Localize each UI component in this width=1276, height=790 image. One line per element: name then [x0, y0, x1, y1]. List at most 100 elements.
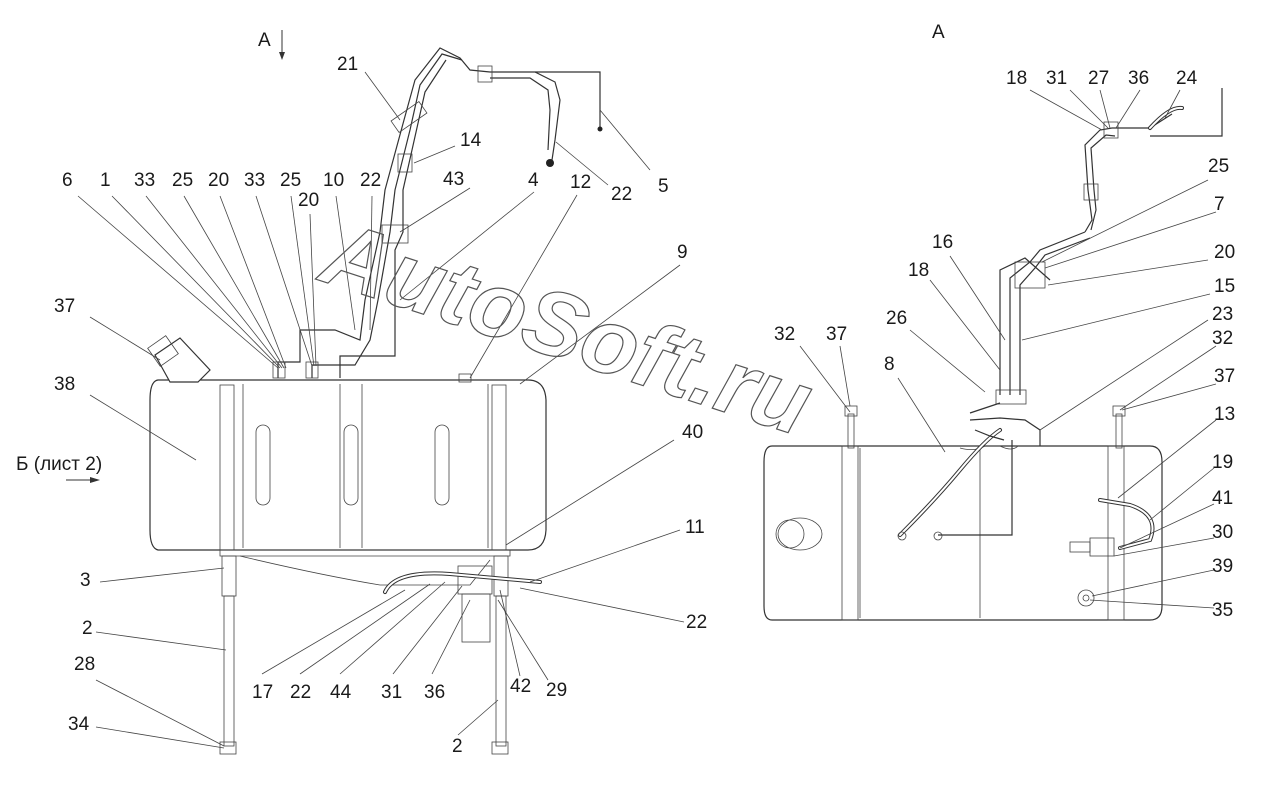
fuel-hose [899, 429, 1001, 536]
callout-right-32: 32 [1212, 328, 1233, 349]
clamp-block [1083, 183, 1099, 201]
callout-left-10: 10 [323, 170, 344, 191]
callout-right-31: 31 [1046, 68, 1067, 89]
view-label-a-right: А [932, 22, 945, 43]
callout-right-23: 23 [1212, 304, 1233, 325]
leader-lines-left [77, 71, 685, 749]
fuel-module-head [457, 565, 493, 595]
callout-right-39: 39 [1212, 556, 1233, 577]
fuel-tank-right [763, 445, 1163, 621]
clamp-block [477, 65, 493, 83]
fitting [272, 361, 286, 379]
hose-end [933, 531, 943, 541]
callout-left-5: 5 [658, 176, 669, 197]
sensor-rod [847, 413, 855, 449]
callout-right-7: 7 [1214, 194, 1225, 215]
clamp-block [995, 389, 1027, 405]
callout-left-44: 44 [330, 682, 352, 703]
bracket-foot [491, 741, 509, 755]
callout-left-9: 9 [677, 242, 688, 263]
filler-cap [147, 335, 179, 367]
vertical-line [1019, 237, 1091, 395]
callout-right-35: 35 [1212, 600, 1233, 621]
side-lines [969, 402, 1041, 446]
valve-block [1014, 261, 1046, 289]
callout-left-6: 6 [62, 170, 73, 191]
callout-right-13: 13 [1214, 404, 1235, 425]
callout-left-12: 12 [570, 172, 591, 193]
fuel-line [277, 47, 491, 378]
riser-tail [1150, 88, 1223, 137]
callout-left-40: 40 [682, 422, 703, 443]
tank-step [959, 445, 1019, 450]
section-ref-b: Б (лист 2) [16, 454, 102, 475]
callout-right-37: 37 [1214, 366, 1235, 387]
callout-right-25: 25 [1208, 156, 1229, 177]
sensor-rod-head [1112, 405, 1126, 417]
sensor-rod [1115, 413, 1123, 449]
callout-left-33: 33 [134, 170, 155, 191]
hose-right [1099, 499, 1154, 549]
callout-left-29: 29 [546, 680, 567, 701]
fuel-module [461, 593, 491, 643]
line-end-fitting [546, 159, 554, 167]
fuel-line [339, 59, 447, 378]
callout-left-33: 33 [244, 170, 265, 191]
left-view: А Б (лист 2) [16, 30, 685, 755]
fuel-line-out [490, 77, 551, 151]
callout-right-18: 18 [1006, 68, 1027, 89]
callout-left-42: 42 [510, 676, 531, 697]
fuel-pump-fitting [1069, 541, 1091, 553]
riser-line [1090, 134, 1116, 231]
callout-left-20: 20 [298, 190, 319, 211]
callout-right-8: 8 [884, 354, 895, 375]
callout-left-2: 2 [82, 618, 93, 639]
filler-neck [154, 337, 211, 383]
callout-left-37: 37 [54, 296, 75, 317]
callout-left-31: 31 [381, 682, 402, 703]
callout-right-27: 27 [1088, 68, 1109, 89]
hose-end [897, 531, 907, 541]
valve [390, 100, 428, 134]
clamp-block [381, 224, 409, 244]
callout-left-4: 4 [528, 170, 539, 191]
view-arrow-head [279, 52, 285, 60]
bracket-leg [221, 555, 237, 597]
callout-left-22: 22 [686, 612, 707, 633]
fitting [458, 373, 472, 383]
callout-left-28: 28 [74, 654, 95, 675]
bracket-leg [493, 555, 509, 597]
callout-right-26: 26 [886, 308, 907, 329]
bracket-leg-rod [223, 595, 235, 747]
tank-bracket [219, 549, 511, 557]
fuel-line [938, 440, 1013, 536]
tank-rib [434, 424, 450, 506]
callout-right-15: 15 [1214, 276, 1235, 297]
tank-rib [343, 424, 359, 506]
callout-left-34: 34 [68, 714, 90, 735]
bracket-foot [219, 741, 237, 755]
fitting [305, 361, 319, 379]
callout-right-19: 19 [1212, 452, 1233, 473]
callout-left-25: 25 [172, 170, 193, 191]
callout-left-17: 17 [252, 682, 273, 703]
callout-right-18: 18 [908, 260, 929, 281]
callout-left-20: 20 [208, 170, 229, 191]
fuel-line-tail [535, 71, 601, 128]
right-view: А [763, 22, 1223, 621]
callout-right-37: 37 [826, 324, 847, 345]
return-hose [384, 572, 541, 593]
callout-left-36: 36 [424, 682, 445, 703]
callout-left-22: 22 [611, 184, 632, 205]
leader-lines-right [799, 89, 1217, 609]
callout-left-38: 38 [54, 374, 75, 395]
filler-cap-round [777, 517, 823, 551]
view-label-a-left: А [258, 30, 271, 51]
line-end-fitting [597, 126, 603, 132]
callout-left-43: 43 [443, 169, 464, 190]
callout-left-21: 21 [337, 54, 358, 75]
fuel-tank-left [149, 379, 547, 551]
level-sensor [1077, 589, 1095, 607]
